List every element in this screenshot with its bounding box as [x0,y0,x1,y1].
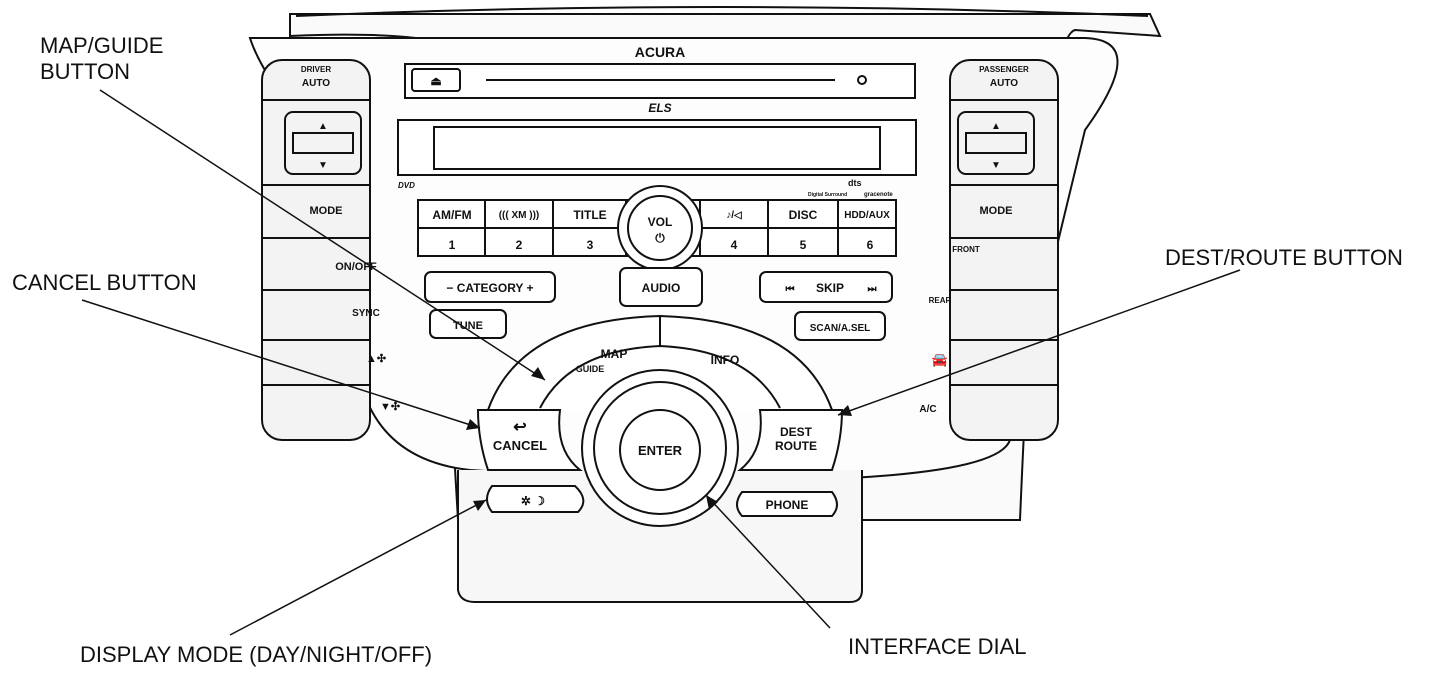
cancel-button[interactable]: CANCEL [493,438,547,453]
ac-button[interactable]: A/C [919,404,936,415]
leader-interface-dial [705,494,831,629]
skip-next-icon[interactable]: ⏭ [868,284,877,295]
display-mode-button-shape [486,485,585,513]
preset-5[interactable]: 5 [800,238,807,252]
callout-map-guide-line2: BUTTON [40,59,131,84]
preset-top-2[interactable]: ((( XM ))) [499,210,540,221]
volume-knob-inner [627,195,693,261]
mode-right-button[interactable]: MODE [980,205,1013,217]
passenger-label: PASSENGER [979,65,1029,74]
recirculation-icon[interactable]: 🚘 [932,352,948,367]
info-button[interactable]: INFO [711,353,740,367]
display [433,126,881,170]
left-stack [261,59,371,441]
leader-map-guide [99,89,546,381]
dest-route-button-shape [737,409,844,471]
cancel-button-shape [476,409,583,471]
front-defrost-button[interactable]: FRONT [952,245,980,254]
passenger-temp-down-icon[interactable]: ▼ [991,160,1001,171]
preset-1[interactable]: 1 [449,238,456,252]
fan-down-icon[interactable]: ▼✣ [380,401,400,413]
enter-button[interactable]: ENTER [638,443,683,458]
category-button-shape [424,271,556,303]
display-bezel [397,119,917,176]
preset-4[interactable]: 4 [731,238,738,252]
gracenote-logo: gracenote [864,192,893,198]
driver-temp-down-icon[interactable]: ▼ [318,160,328,171]
interface-dial-enter [619,409,701,491]
tune-button[interactable]: TUNE [453,320,483,332]
skip-prev-icon[interactable]: ⏮ [786,284,795,295]
phone-button[interactable]: PHONE [766,498,809,512]
preset-3[interactable]: 3 [587,238,594,252]
leader-display-mode [229,499,487,636]
dts-logo: dts [848,178,862,188]
audio-button[interactable]: AUDIO [642,281,681,295]
preset-2[interactable]: 2 [516,238,523,252]
fan-onoff-button[interactable]: ON/OFF [335,261,377,273]
callout-display-mode: DISPLAY MODE (DAY/NIGHT/OFF) [80,642,433,667]
map-button[interactable]: MAP [601,347,628,361]
preset-top-5[interactable]: DISC [789,208,818,222]
phone-button-shape [736,491,838,517]
dvd-logo: DVD [398,181,415,190]
sync-button[interactable]: SYNC [352,308,380,319]
passenger-temp-frame [957,111,1035,175]
guide-button[interactable]: GUIDE [576,364,605,374]
skip-button-shape [759,271,893,303]
passenger-auto-button[interactable]: AUTO [990,78,1018,89]
scan-button[interactable]: SCAN/A.SEL [810,323,871,334]
rear-defrost-button[interactable]: REAR [929,296,952,305]
preset-top-1[interactable]: AM/FM [432,208,471,222]
preset-top-3[interactable]: TITLE [573,208,606,222]
driver-temp-frame [284,111,362,175]
route-button[interactable]: ROUTE [775,439,817,453]
passenger-temp-up-icon[interactable]: ▲ [991,121,1001,132]
callout-interface-dial: INTERFACE DIAL [848,634,1027,659]
preset-top-6[interactable]: HDD/AUX [844,210,890,221]
interface-dial-mid [593,381,727,515]
power-icon[interactable]: ⏻ [655,231,665,245]
mode-left-button[interactable]: MODE [310,205,343,217]
display-mode-icon[interactable]: ✲ ☽ [521,494,545,508]
callout-dest-route: DEST/ROUTE BUTTON [1165,245,1403,270]
eject-button [411,68,461,92]
scan-button-shape [794,311,886,341]
passenger-temp-slot [965,132,1027,154]
callout-map-guide-line1: MAP/GUIDE [40,33,164,58]
driver-temp-slot [292,132,354,154]
dts-sub-logo: Digital Surround [808,192,847,198]
preset-6[interactable]: 6 [867,238,874,252]
preset-top-4[interactable]: ♪/◁ [726,210,742,221]
bezel-top [295,6,1149,17]
driver-temp-up-icon[interactable]: ▲ [318,121,328,132]
leader-dest [837,269,1241,416]
fan-up-icon[interactable]: ▲✣ [366,353,386,365]
audio-button-shape [619,267,703,307]
category-button[interactable]: − CATEGORY + [446,281,533,295]
driver-auto-button[interactable]: AUTO [302,78,330,89]
cancel-back-icon[interactable]: ↩ [513,419,526,436]
leader-cancel [81,299,481,429]
driver-label: DRIVER [301,65,331,74]
brand-label: ACURA [635,44,686,60]
skip-button[interactable]: SKIP [816,281,844,295]
eject-icon[interactable]: ⏏ [430,74,442,88]
callout-cancel: CANCEL BUTTON [12,270,197,295]
els-logo: ELS [648,101,671,115]
volume-label[interactable]: VOL [648,215,673,229]
dest-button[interactable]: DEST [780,425,813,439]
